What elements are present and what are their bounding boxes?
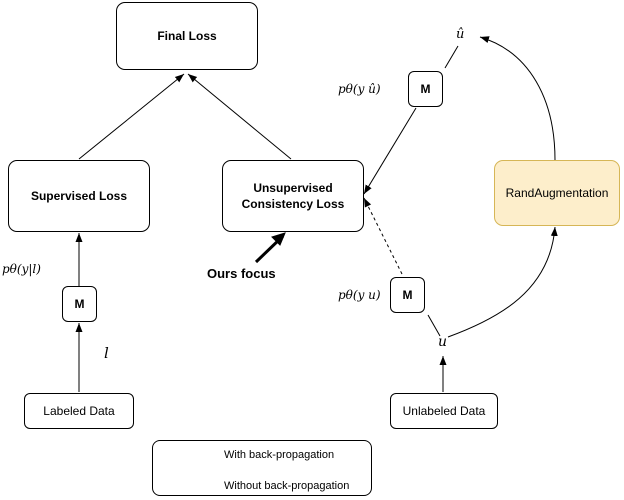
edge-model-hat-to-unsupervised [363, 107, 417, 195]
legend-box [152, 440, 372, 496]
edge-u-to-randaug [447, 226, 558, 338]
rand-augmentation-label: RandAugmentation [505, 186, 609, 200]
label-p-y-uhat: pθ(y û) [338, 82, 381, 96]
ours-focus-label: Ours focus [207, 266, 276, 281]
unsupervised-loss-label-line1: Unsupervised [253, 181, 333, 195]
edge-randaug-to-uhat [479, 36, 556, 161]
model-label: M [402, 288, 413, 302]
rand-augmentation-node: RandAugmentation [494, 160, 620, 226]
ours-focus-arrowhead [271, 232, 286, 246]
label-u: u [438, 334, 448, 350]
supervised-loss-node: Supervised Loss [8, 160, 150, 232]
model-node-unlabeled: M [390, 277, 425, 313]
model-label: M [74, 297, 85, 311]
edge-unsupervised-to-final [187, 73, 292, 160]
edge-supervised-to-final [78, 73, 185, 160]
edge-model-to-unsupervised-dashed [363, 197, 403, 275]
label-p-y-given-l: pθ(y|l) [2, 262, 41, 276]
unsupervised-loss-label-line2: Consistency Loss [241, 197, 345, 211]
legend-solid-label: With back-propagation [224, 449, 335, 461]
edge-u-to-model [427, 314, 441, 337]
supervised-loss-label: Supervised Loss [30, 189, 128, 203]
final-loss-label: Final Loss [157, 29, 217, 43]
label-uhat: û [456, 27, 465, 42]
model-label: M [420, 82, 431, 96]
label-p-y-u: pθ(y u) [338, 288, 381, 302]
labeled-data-node: Labeled Data [24, 393, 134, 429]
unlabeled-data-label: Unlabeled Data [402, 404, 486, 418]
final-loss-node: Final Loss [116, 2, 258, 70]
label-l: l [104, 344, 109, 362]
edge-uhat-to-model [444, 45, 459, 69]
model-node-augmented: M [408, 71, 443, 107]
model-node-supervised: M [62, 286, 97, 322]
unlabeled-data-node: Unlabeled Data [390, 393, 498, 429]
labeled-data-label: Labeled Data [43, 404, 115, 418]
unsupervised-loss-node: Unsupervised Consistency Loss [222, 160, 364, 232]
legend-dashed-label: Without back-propagation [224, 480, 350, 492]
